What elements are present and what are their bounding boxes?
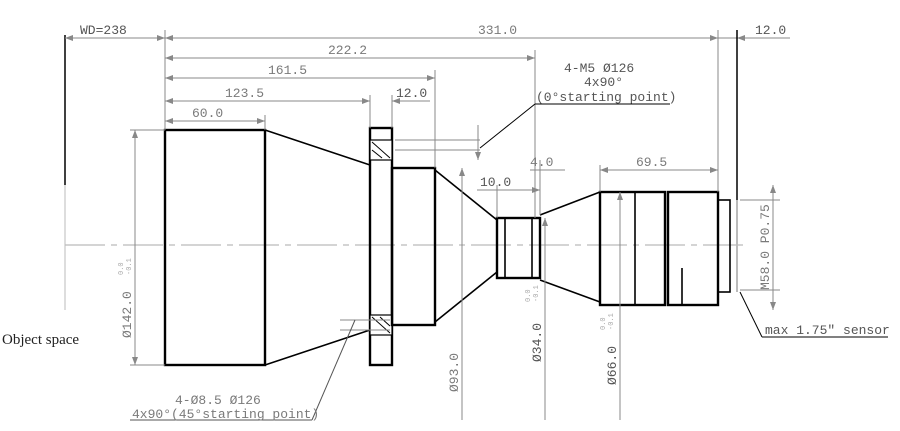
- dia-66-label: Ø66.0: [605, 346, 620, 385]
- m5-leader: [479, 103, 536, 149]
- wd-label: WD=238: [80, 23, 127, 38]
- hole-note-line2: 4x90°(45°starting point): [132, 407, 319, 422]
- svg-text:0.0: 0.0: [600, 317, 608, 330]
- gap-4-label: 4.0: [530, 155, 553, 170]
- vertical-dimensions: [130, 129, 780, 420]
- length-123-label: 123.5: [225, 86, 264, 101]
- dia-34-label: Ø34.0: [530, 323, 545, 362]
- mount-thread-label: M58.0 P0.75: [758, 204, 773, 290]
- m5-note-line1: 4-M5 Ø126: [564, 61, 634, 76]
- hole-note-line1: 4-Ø8.5 Ø126: [175, 393, 261, 408]
- sensor-leader: [739, 291, 763, 338]
- dia-142-label: Ø142.0: [120, 291, 135, 338]
- dia-93-label: Ø93.0: [447, 353, 462, 392]
- svg-text:0.0: 0.0: [118, 262, 126, 275]
- m5-note-line2: 4x90°: [584, 75, 623, 90]
- total-length-label: 331.0: [478, 23, 517, 38]
- front-barrel-label: 60.0: [192, 106, 223, 121]
- tolerance-marks: 0.0 -0.1 0.0 -0.1 0.0 -0.1: [118, 258, 616, 330]
- m5-note-line3: (0°starting point): [536, 90, 676, 105]
- object-space-label: Object space: [2, 332, 79, 348]
- flange-thickness-label: 12.0: [396, 86, 427, 101]
- hole-leader: [311, 319, 356, 421]
- length-222-label: 222.2: [328, 43, 367, 58]
- sensor-note: max 1.75″ sensor: [765, 323, 890, 338]
- small-barrel-label: 10.0: [480, 175, 511, 190]
- back-focus-label: 12.0: [755, 23, 786, 38]
- svg-text:-0.1: -0.1: [608, 313, 616, 330]
- svg-text:-0.1: -0.1: [126, 258, 134, 275]
- rear-length-label: 69.5: [636, 155, 667, 170]
- svg-text:-0.1: -0.1: [533, 285, 541, 302]
- svg-text:0.0: 0.0: [525, 289, 533, 302]
- length-161-label: 161.5: [268, 63, 307, 78]
- horizontal-dimensions: [65, 30, 790, 331]
